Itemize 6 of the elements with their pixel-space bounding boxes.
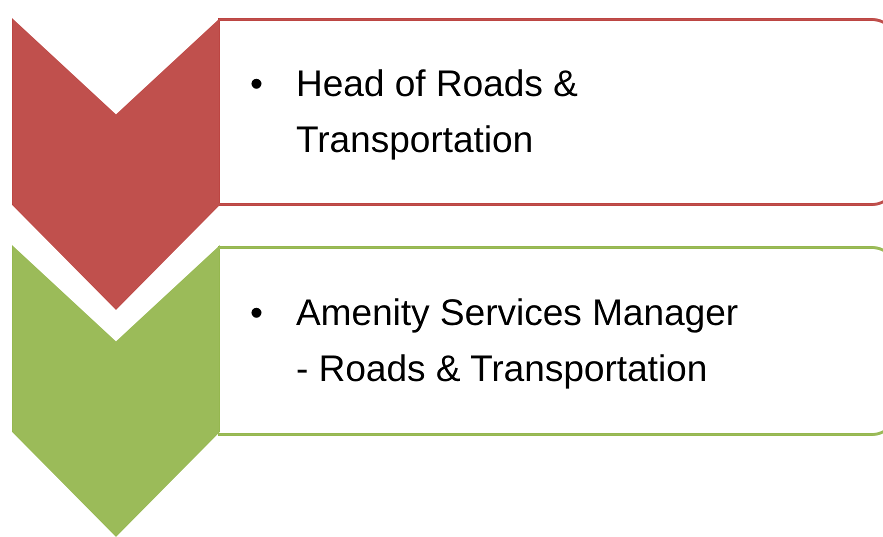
- list-item-text: Amenity Services Manager - Roads & Transportation: [296, 291, 740, 391]
- bullet-mark: •: [250, 291, 264, 335]
- list-box: [218, 18, 883, 206]
- list-box: [218, 246, 883, 436]
- list-item-text: Head of Roads & Transportation: [296, 62, 579, 162]
- bullet-mark: •: [250, 62, 264, 106]
